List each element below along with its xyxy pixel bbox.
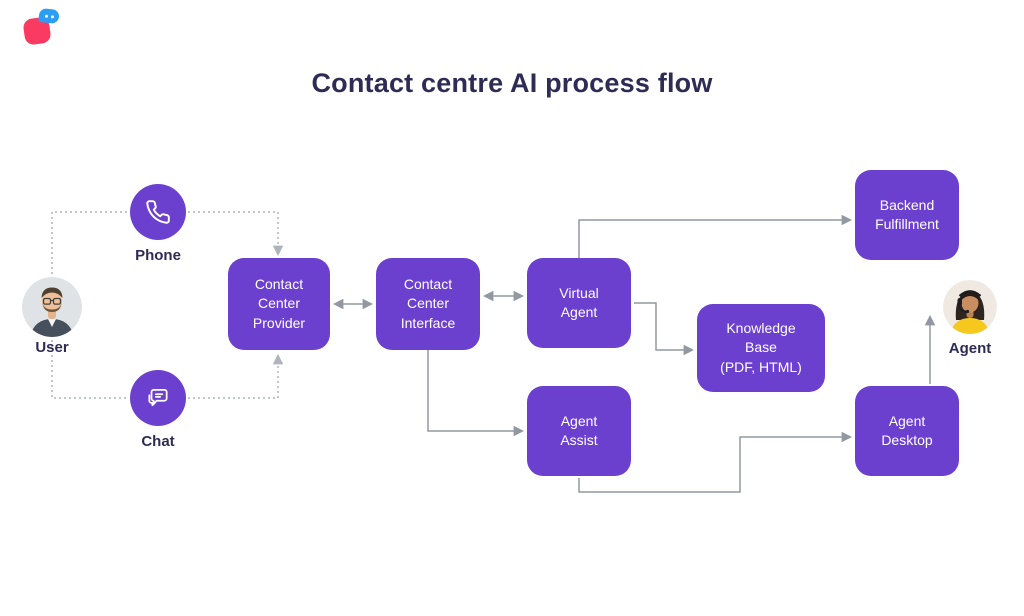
edge-chat-to-provider <box>188 353 284 399</box>
edge-phone-to-provider <box>188 211 284 257</box>
node-contact-center-interface: Contact Center Interface <box>376 258 480 350</box>
node-agent-desktop: Agent Desktop <box>855 386 959 476</box>
chat-label: Chat <box>141 433 175 450</box>
node-agent-assist: Agent Assist <box>527 386 631 476</box>
agent-avatar <box>943 280 997 334</box>
brand-logo-chat-bubble-icon <box>38 7 60 25</box>
edge-interface-to-agent-assist <box>427 350 525 437</box>
node-contact-center-provider: Contact Center Provider <box>228 258 330 350</box>
chat-icon <box>148 389 168 407</box>
user-avatar <box>22 277 82 337</box>
edge-virtual-agent-to-backend <box>578 214 853 258</box>
edge-virtual-agent-to-knowledge-base <box>634 302 695 356</box>
phone-icon <box>146 200 170 224</box>
page-title: Contact centre AI process flow <box>311 68 713 98</box>
node-virtual-agent: Virtual Agent <box>527 258 631 348</box>
brand-logo <box>18 6 66 54</box>
node-backend-fulfillment: Backend Fulfillment <box>855 170 959 260</box>
user-label: User <box>35 339 69 356</box>
logo-dot <box>44 14 48 18</box>
edge-user-to-phone <box>51 211 128 279</box>
phone-label: Phone <box>135 247 181 264</box>
node-knowledge-base: Knowledge Base (PDF, HTML) <box>697 304 825 392</box>
chat-channel <box>130 370 186 426</box>
agent-label: Agent <box>948 340 992 357</box>
phone-channel <box>130 184 186 240</box>
logo-dot <box>50 14 54 18</box>
agent-avatar-image <box>943 280 997 334</box>
user-avatar-image <box>22 277 82 337</box>
